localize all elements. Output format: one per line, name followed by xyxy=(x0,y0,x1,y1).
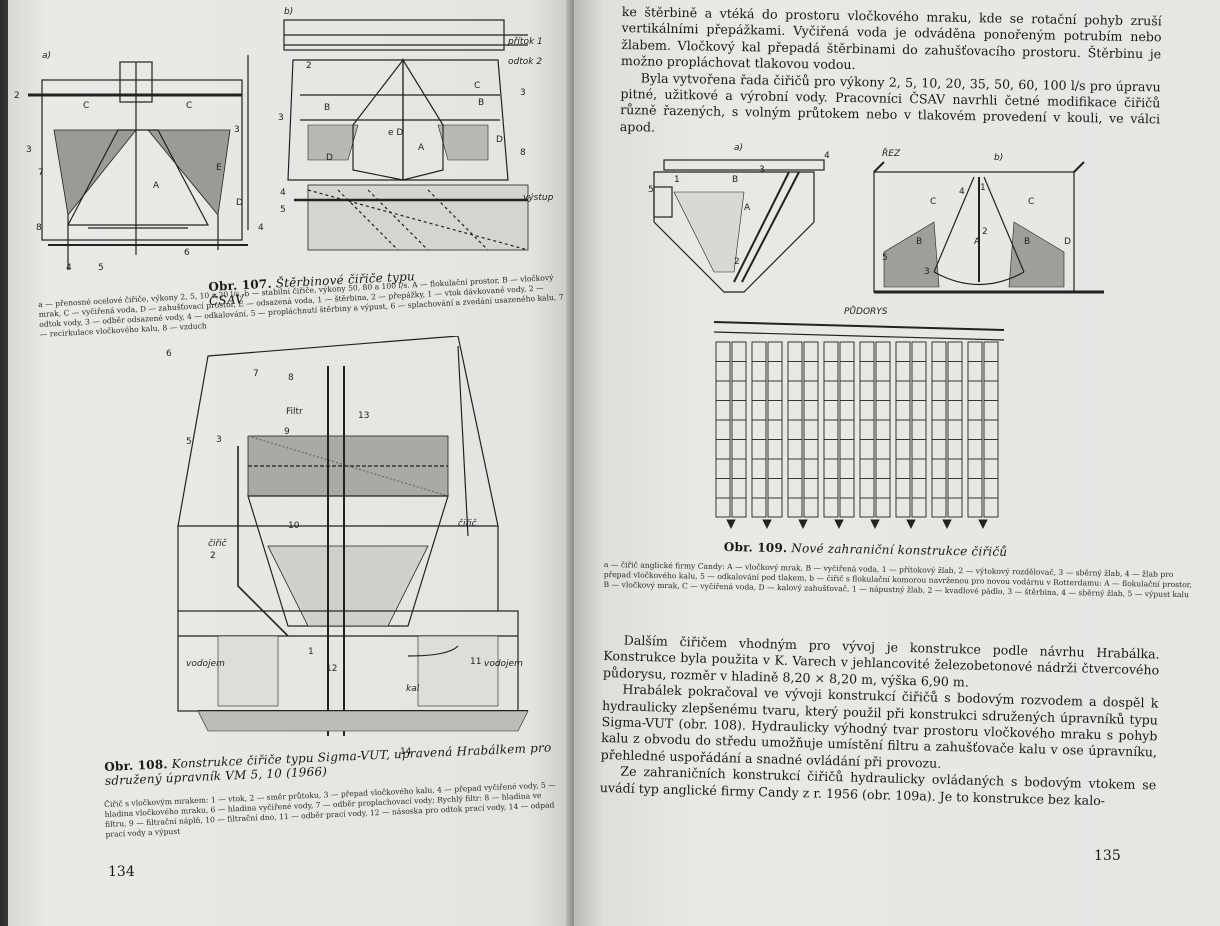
svg-text:3: 3 xyxy=(26,145,32,155)
right-page: ke štěrbině a vtéká do prostoru vločkové… xyxy=(574,0,1220,926)
fig109-panel-a-label: a) xyxy=(734,143,743,153)
svg-text:13: 13 xyxy=(358,411,369,421)
right-page-top-text: ke štěrbině a vtéká do prostoru vločkové… xyxy=(620,4,1162,145)
svg-text:4: 4 xyxy=(824,151,830,161)
svg-text:7: 7 xyxy=(253,369,259,379)
svg-text:5: 5 xyxy=(280,205,286,215)
figure-109-legend: a — čiřič anglické firmy Candy: A — vloč… xyxy=(603,560,1193,600)
svg-text:3: 3 xyxy=(278,113,284,123)
right-page-bottom-text: Dalším čiřičem vhodným pro vývoj je kons… xyxy=(600,632,1160,811)
svg-text:2: 2 xyxy=(734,257,740,267)
fig107-outflow-label: odtok 2 xyxy=(508,57,542,67)
fig108-vodojem-right-label: vodojem xyxy=(484,659,523,669)
svg-text:C: C xyxy=(1028,197,1034,207)
svg-text:8: 8 xyxy=(520,148,526,158)
fig108-cirice-right-label: čiřič xyxy=(458,518,478,529)
svg-text:12: 12 xyxy=(326,664,337,674)
svg-text:6: 6 xyxy=(166,349,172,359)
fig108-vodojem-left-label: vodojem xyxy=(186,659,225,669)
svg-text:14: 14 xyxy=(400,747,412,757)
svg-text:C: C xyxy=(930,197,936,207)
figure-107-drawing: a) b) přítok 1 odtok 2 výstup 2 3 7 8 4 5 6 3… xyxy=(14,7,554,273)
svg-text:3: 3 xyxy=(234,125,240,135)
svg-text:7: 7 xyxy=(38,168,44,178)
svg-text:6: 6 xyxy=(184,248,190,258)
svg-text:9: 9 xyxy=(284,427,290,437)
svg-text:A: A xyxy=(418,143,425,153)
left-page-number: 134 xyxy=(108,864,135,880)
svg-text:B: B xyxy=(478,98,484,108)
fig107-inflow-label: přítok 1 xyxy=(507,37,543,47)
fig109-rez-label: ŘEZ xyxy=(882,147,901,159)
svg-text:5: 5 xyxy=(882,253,888,263)
fig108-kal-label: kal xyxy=(406,684,420,694)
svg-text:2: 2 xyxy=(210,551,216,561)
svg-text:B: B xyxy=(1024,237,1030,247)
svg-text:A: A xyxy=(974,237,981,247)
svg-text:5: 5 xyxy=(186,437,192,447)
svg-text:A: A xyxy=(744,203,751,213)
figure-108-drawing: Filtr čiřič čiřič vodojem vodojem kal 6 7… xyxy=(166,336,529,757)
svg-text:2: 2 xyxy=(306,61,312,71)
svg-text:11: 11 xyxy=(470,657,481,667)
fig108-cirice-left-label: čiřič xyxy=(208,538,228,549)
svg-text:3: 3 xyxy=(520,88,526,98)
svg-text:3: 3 xyxy=(759,165,765,175)
svg-text:B: B xyxy=(916,237,922,247)
svg-text:8: 8 xyxy=(288,373,294,383)
svg-text:D: D xyxy=(236,198,243,208)
paragraph-intro: ke štěrbině a vtéká do prostoru vločkové… xyxy=(620,4,1162,73)
svg-text:4: 4 xyxy=(280,188,286,198)
svg-text:4: 4 xyxy=(258,223,264,233)
fig107-panel-a-label: a) xyxy=(42,51,51,61)
svg-text:8: 8 xyxy=(36,223,42,233)
figure-109-title: Nové zahraniční konstrukce čiřičů xyxy=(791,541,1008,559)
fig109-panel-b-label: b) xyxy=(994,153,1003,163)
svg-text:D: D xyxy=(496,135,503,145)
svg-text:4: 4 xyxy=(959,187,965,197)
svg-text:3: 3 xyxy=(924,267,930,277)
svg-text:4: 4 xyxy=(66,263,72,273)
right-page-number: 135 xyxy=(1094,848,1121,864)
svg-text:3: 3 xyxy=(216,435,222,445)
svg-text:B: B xyxy=(732,175,738,185)
svg-text:B: B xyxy=(324,103,330,113)
svg-text:5: 5 xyxy=(98,263,104,273)
svg-text:C: C xyxy=(186,101,192,111)
svg-text:1: 1 xyxy=(980,183,986,193)
svg-text:1: 1 xyxy=(308,647,314,657)
figure-109-number: Obr. 109. xyxy=(723,540,788,556)
fig107-panel-b-label: b) xyxy=(284,7,293,17)
fig108-filtr-label: Filtr xyxy=(286,407,303,417)
fig109-pudorys-label: PŮDORYS xyxy=(844,305,888,317)
svg-text:E: E xyxy=(216,163,222,173)
svg-text:2: 2 xyxy=(14,91,20,101)
svg-text:e D: e D xyxy=(388,128,403,138)
left-page: a) b) přítok 1 odtok 2 výstup 2 3 7 8 4 5 6 3… xyxy=(8,0,574,926)
svg-text:5: 5 xyxy=(648,185,654,195)
figure-108-legend: Čiřič s vločkovým mrakem: 1 — vtok, 2 — … xyxy=(104,780,556,839)
svg-text:10: 10 xyxy=(288,521,300,531)
svg-text:2: 2 xyxy=(982,227,988,237)
svg-text:A: A xyxy=(153,181,160,191)
fig107-vystup-label: výstup xyxy=(523,193,554,203)
paragraph-4: Hrabálek pokračoval ve vývoji konstrukcí… xyxy=(600,681,1159,771)
svg-text:1: 1 xyxy=(674,175,680,185)
svg-text:D: D xyxy=(326,153,333,163)
svg-text:C: C xyxy=(474,81,480,91)
svg-text:D: D xyxy=(1064,237,1071,247)
svg-text:C: C xyxy=(83,101,89,111)
